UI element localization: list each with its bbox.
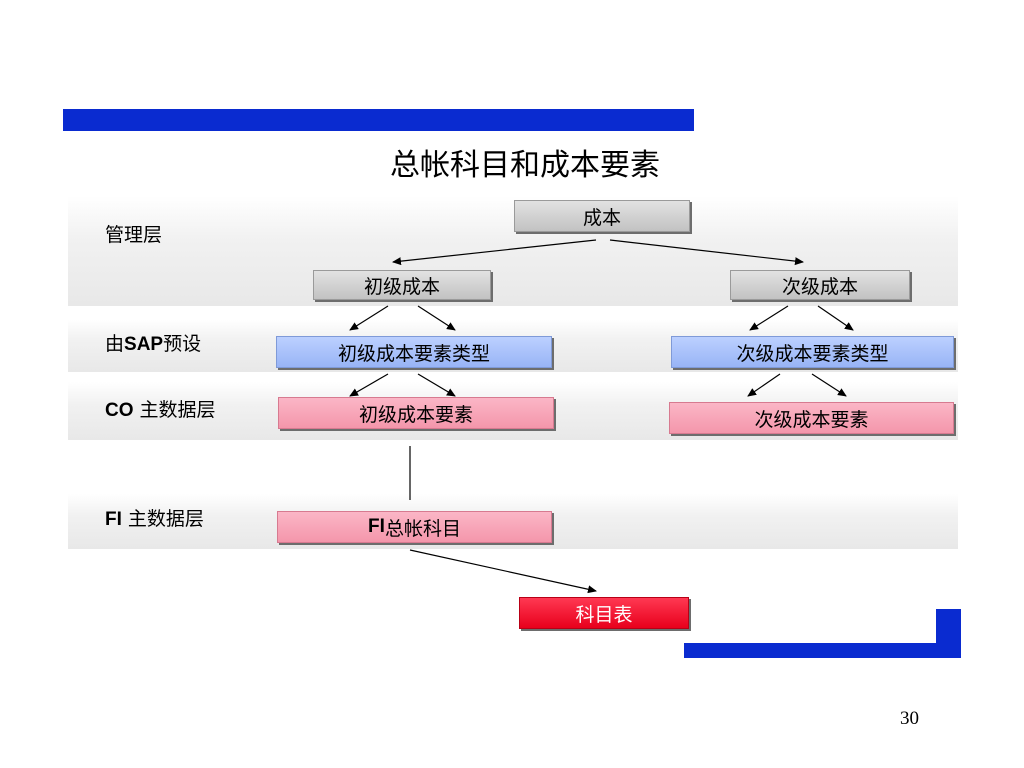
- arrow-secondary-type-right: [811, 373, 847, 397]
- layer-label-co-master-data: CO 主数据层: [105, 399, 216, 421]
- slide-title: 总帐科目和成本要素: [390, 148, 660, 183]
- bottom-right-accent-bar-horizontal: [684, 643, 961, 658]
- box-secondary-element-type: 次级成本要素类型: [671, 336, 954, 368]
- box-primary-cost: 初级成本: [313, 270, 491, 300]
- layer-label-management: 管理层: [105, 224, 163, 246]
- arrow-secondary-type-left: [747, 373, 781, 397]
- box-secondary-cost: 次级成本: [730, 270, 910, 300]
- arrow-fi-gl-to-chart-of-accounts: [409, 549, 597, 594]
- arrow-primary-right: [417, 305, 456, 331]
- layer-label-sap-preset: 由SAP预设: [105, 333, 202, 355]
- arrow-cost-to-secondary: [609, 239, 804, 266]
- page-number: 30: [900, 708, 919, 729]
- layer-label-fi-master-data: FI 主数据层: [105, 508, 204, 530]
- box-secondary-element: 次级成本要素: [669, 402, 954, 434]
- top-accent-bar: [63, 109, 694, 131]
- arrow-secondary-left: [749, 305, 789, 331]
- arrow-secondary-right: [817, 305, 854, 331]
- arrow-primary-type-left: [349, 373, 389, 397]
- box-primary-element: 初级成本要素: [278, 397, 554, 429]
- box-chart-of-accounts: 科目表: [519, 597, 689, 629]
- box-cost: 成本: [514, 200, 690, 232]
- box-primary-element-type: 初级成本要素类型: [276, 336, 552, 368]
- arrow-primary-left: [349, 305, 389, 331]
- arrow-cost-to-primary: [392, 239, 597, 266]
- arrow-primary-type-right: [417, 373, 456, 397]
